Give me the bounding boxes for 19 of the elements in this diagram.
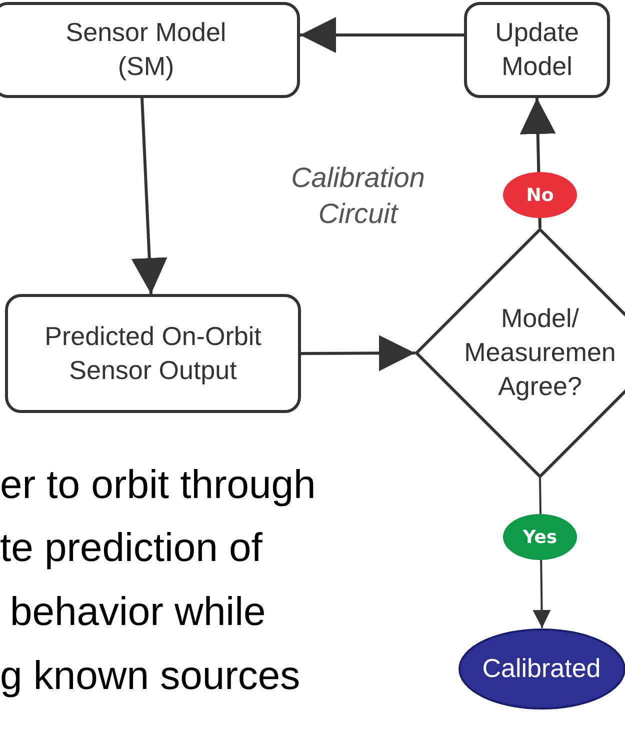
body-text: er to orbit through <box>0 462 316 509</box>
process-box <box>0 2 300 98</box>
decision-diamond <box>415 228 625 478</box>
node-text: Sensor Model (SM) <box>64 16 228 83</box>
body-text: g known sources <box>0 653 300 700</box>
process-box <box>464 2 610 98</box>
node-text: Update Model <box>494 16 580 83</box>
arrow <box>131 98 168 294</box>
process-box <box>5 294 301 413</box>
node-text: Predicted On-Orbit Sensor Output <box>44 320 262 386</box>
annotation-text: Calibration Circuit <box>290 161 426 232</box>
body-text: behavior while <box>10 589 266 636</box>
body-text: te prediction of <box>0 525 262 572</box>
node-text: Calibrated <box>481 652 602 686</box>
arrow <box>300 17 464 53</box>
edge-label: No <box>503 172 577 218</box>
arrow <box>301 335 415 372</box>
node-text: Model/ Measuremen Agree? <box>463 302 617 403</box>
edge-label: Yes <box>503 514 577 560</box>
